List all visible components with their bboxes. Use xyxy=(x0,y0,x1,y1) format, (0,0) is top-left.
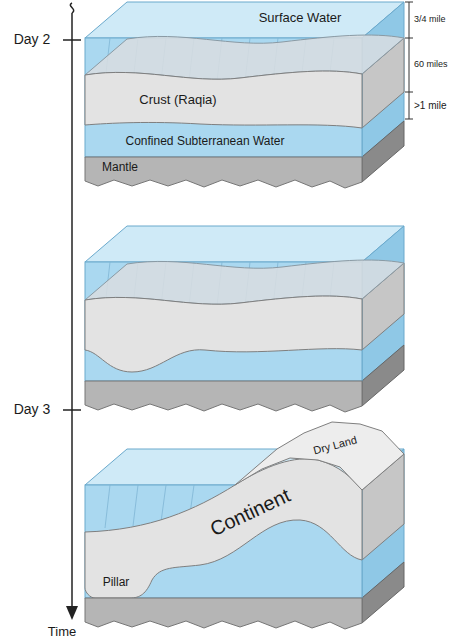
mantle-front-face xyxy=(85,157,362,188)
dimension-label: 3/4 mile xyxy=(414,15,446,25)
timeline xyxy=(63,3,81,607)
crust-front-face xyxy=(85,296,362,372)
mantle-side-face xyxy=(362,121,404,182)
water-top-face xyxy=(85,226,404,262)
crust-front-face xyxy=(85,71,362,128)
block-day3 xyxy=(85,422,404,629)
mantle-side-face xyxy=(362,345,404,406)
timeline-axis xyxy=(71,13,73,607)
mantle-front-face xyxy=(85,381,362,412)
mantle-front-face xyxy=(85,598,362,629)
time-label: Day 2 xyxy=(14,32,51,47)
dimension-label: 60 miles xyxy=(414,60,448,70)
day-tick xyxy=(63,409,81,411)
timeline-arrowhead xyxy=(66,606,78,620)
timeline-break xyxy=(70,3,73,13)
layer-label: Surface Water xyxy=(259,11,342,25)
feature-label: Pillar xyxy=(103,576,130,589)
block-day2-a xyxy=(85,2,404,188)
dimension-line xyxy=(405,2,413,119)
continent-front-face xyxy=(85,459,362,598)
time-label: Day 3 xyxy=(14,402,51,417)
block-day2-b xyxy=(85,226,404,412)
dimension-label: >1 mile xyxy=(414,100,447,111)
mantle-side-face xyxy=(362,562,404,623)
layer-label: Mantle xyxy=(102,161,138,174)
water-top-face xyxy=(85,2,404,38)
day-tick xyxy=(63,39,81,41)
axis-label: Time xyxy=(48,625,76,639)
layer-label: Confined Subterranean Water xyxy=(126,135,285,148)
layer-label: Crust (Raqia) xyxy=(139,93,216,107)
dry-land-surface xyxy=(235,422,404,490)
